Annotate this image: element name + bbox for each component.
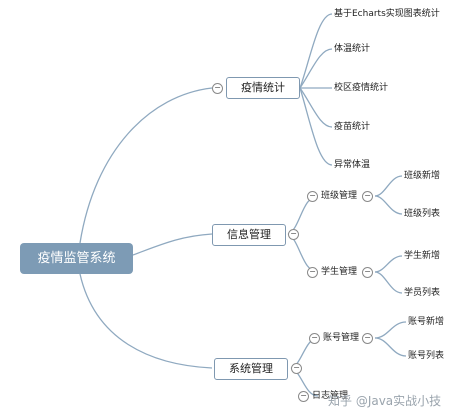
- category-node[interactable]: 信息管理: [212, 224, 286, 246]
- collapse-icon[interactable]: −: [362, 333, 373, 344]
- leaf-node[interactable]: 基于Echarts实现图表统计: [334, 9, 440, 19]
- leaf-node[interactable]: 校区疫情统计: [334, 83, 389, 93]
- branch-node[interactable]: 账号管理: [323, 333, 360, 343]
- collapse-icon[interactable]: −: [362, 191, 373, 202]
- root-node[interactable]: 疫情监管系统: [20, 243, 133, 274]
- leaf-node[interactable]: 账号列表: [408, 351, 445, 361]
- leaf-node[interactable]: 学员列表: [404, 288, 441, 298]
- leaf-node[interactable]: 班级列表: [404, 209, 441, 219]
- leaf-node[interactable]: 账号新增: [408, 317, 445, 327]
- collapse-icon[interactable]: −: [307, 267, 318, 278]
- leaf-node[interactable]: 班级新增: [404, 171, 441, 181]
- category-node[interactable]: 疫情统计: [226, 77, 300, 99]
- collapse-icon[interactable]: −: [298, 391, 309, 402]
- category-node[interactable]: 系统管理: [214, 358, 288, 380]
- leaf-node[interactable]: 学生新增: [404, 251, 441, 261]
- collapse-icon[interactable]: −: [288, 229, 299, 240]
- collapse-icon[interactable]: −: [291, 363, 302, 374]
- collapse-icon[interactable]: −: [362, 267, 373, 278]
- branch-node[interactable]: 班级管理: [321, 191, 358, 201]
- leaf-node[interactable]: 体温统计: [334, 44, 371, 54]
- collapse-icon[interactable]: −: [307, 191, 318, 202]
- branch-node[interactable]: 学生管理: [321, 267, 358, 277]
- collapse-icon[interactable]: −: [309, 333, 320, 344]
- watermark: 知乎 @Java实战小技: [328, 394, 442, 408]
- leaf-node[interactable]: 疫苗统计: [334, 122, 371, 132]
- leaf-node[interactable]: 异常体温: [334, 160, 371, 170]
- collapse-icon[interactable]: −: [212, 83, 223, 94]
- branch-node[interactable]: 日志管理: [312, 391, 349, 401]
